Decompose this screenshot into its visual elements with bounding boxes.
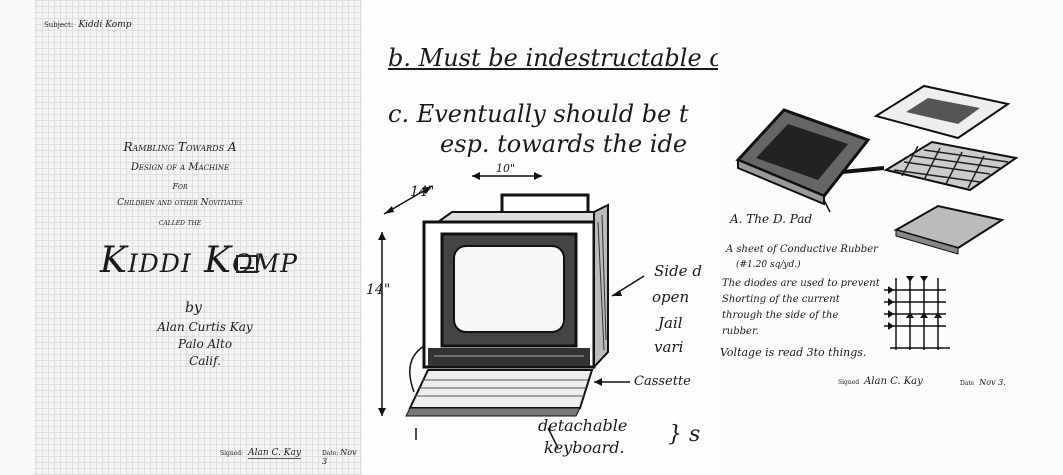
author-state: Calif.: [189, 354, 221, 368]
requirement-b: b. Must be indestructable or: [388, 44, 718, 72]
machine-name: Kiddi Komp: [100, 240, 298, 281]
keyboard-pad-panel: A. The D. Pad A sheet of Conductive Rubb…: [718, 0, 1063, 475]
pad-signed-label: Signed: [838, 379, 860, 386]
title-line-5: called the: [158, 218, 202, 227]
signature: Alan C. Kay: [248, 448, 301, 459]
pad-note-4: Shorting of the current: [722, 294, 840, 305]
width-dimension: 14": [410, 184, 435, 200]
pad-date-line: Date Nov 3.: [960, 378, 1006, 387]
pad-signature: Alan C. Kay: [864, 376, 923, 387]
subject-value: Kiddi Komp: [78, 20, 132, 30]
date-label: Date:: [322, 450, 339, 457]
pad-date-value: Nov 3.: [979, 378, 1006, 387]
title-line-1: Rambling Towards A: [123, 140, 237, 154]
date-line: Date: Nov 3: [322, 448, 362, 466]
pad-drawing: [735, 84, 1019, 350]
side-note-4: vari: [654, 338, 684, 356]
side-note-1: Side d: [654, 262, 702, 280]
side-note-2: open: [652, 288, 690, 306]
pad-date-label: Date: [960, 380, 975, 387]
signed-label: Signed:: [220, 450, 244, 457]
computer-sketch-icon: [236, 255, 258, 273]
requirement-c-cont: esp. towards the ide: [440, 130, 688, 158]
keyboard-label-2: keyboard.: [544, 438, 625, 457]
computer-drawing: [378, 172, 645, 449]
pad-note-6: rubber.: [722, 326, 759, 337]
by-line: by: [185, 300, 202, 316]
pad-note-7: Voltage is read 3to things.: [720, 346, 867, 359]
signature-line: Signed: Alan C. Kay: [220, 448, 304, 459]
height-dimension: 14": [366, 282, 391, 298]
requirement-c: c. Eventually should be t: [388, 100, 689, 128]
pad-note-1: A sheet of Conductive Rubber: [726, 244, 878, 255]
title-line-2: Design of a Machine: [130, 162, 230, 173]
pad-signature-line: Signed Alan C. Kay: [838, 376, 923, 387]
title-line-3: For: [172, 182, 188, 191]
title-page-panel: Subject: Kiddi Komp Rambling Towards A D…: [0, 0, 362, 475]
side-note-3: Jail: [658, 314, 683, 332]
author-city: Palo Alto: [177, 337, 233, 351]
keyboard-brace: } s: [668, 422, 701, 447]
subject-line: Subject: Kiddi Komp: [44, 20, 132, 30]
pad-note-3: The diodes are used to prevent: [722, 278, 880, 289]
keyboard-label-1: detachable: [538, 416, 628, 435]
top-dimension: 10": [496, 162, 516, 175]
pad-note-2: (#1.20 sq/yd.): [736, 260, 801, 270]
author-name: Alan Curtis Kay: [157, 320, 253, 334]
subject-label: Subject:: [44, 21, 74, 29]
pad-heading: A. The D. Pad: [730, 212, 813, 226]
pad-note-5: through the side of the: [722, 310, 839, 321]
page-margin: [0, 0, 34, 475]
machine-sketch-panel: b. Must be indestructable or c. Eventual…: [362, 0, 718, 475]
title-line-4: Children and other Novitiates: [117, 198, 243, 208]
cassette-label: Cassette: [634, 374, 691, 389]
date-value: Nov 3: [322, 448, 357, 466]
